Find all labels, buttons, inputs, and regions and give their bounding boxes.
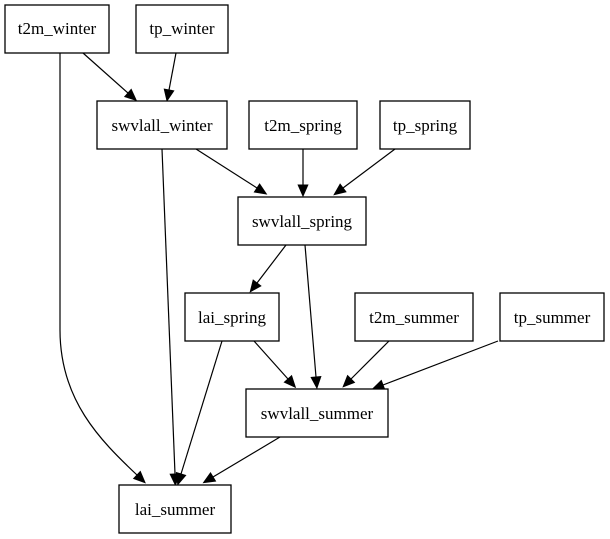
node-t2m-winter: t2m_winter	[4, 4, 110, 54]
node-label: t2m_winter	[18, 19, 97, 38]
node-t2m-spring: t2m_spring	[248, 100, 358, 150]
arrowhead	[202, 471, 217, 484]
arrowhead	[342, 374, 356, 388]
arrowhead	[249, 279, 262, 293]
node-label: t2m_summer	[369, 308, 459, 327]
edge-line	[342, 148, 396, 189]
edge-line	[195, 148, 258, 189]
edge-lai-spring-to-swvlall-summer	[253, 340, 297, 389]
node-tp-winter: tp_winter	[135, 4, 229, 54]
node-label: tp_winter	[149, 19, 214, 38]
edge-line	[304, 244, 317, 378]
arrowhead	[163, 88, 175, 103]
arrowhead	[297, 184, 309, 198]
edge-swvlall-summer-to-lai-summer	[202, 436, 281, 484]
arrowhead	[253, 183, 268, 195]
node-tp-spring: tp_spring	[379, 100, 471, 150]
edge-lai-spring-to-lai-summer	[175, 340, 223, 486]
node-t2m-summer: t2m_summer	[354, 292, 474, 342]
arrowhead	[310, 376, 322, 390]
node-label: tp_spring	[393, 116, 458, 135]
edge-t2m-winter-to-swvlall-winter	[82, 52, 138, 102]
node-label: lai_spring	[198, 308, 266, 327]
edge-t2m-winter-to-lai-summer	[59, 53, 146, 484]
edge-line	[161, 148, 176, 475]
node-label: lai_summer	[135, 500, 216, 519]
node-swvlall-summer: swvlall_summer	[245, 388, 389, 438]
arrowhead	[333, 183, 347, 196]
edge-line	[168, 52, 177, 91]
node-lai-summer: lai_summer	[118, 484, 232, 534]
edge-line	[59, 53, 138, 476]
node-swvlall-spring: swvlall_spring	[237, 196, 367, 246]
node-tp-summer: tp_summer	[499, 292, 605, 342]
node-label: swvlall_winter	[111, 116, 212, 135]
edge-tp-spring-to-swvlall-spring	[333, 148, 396, 196]
edge-line	[253, 340, 289, 380]
node-label: tp_summer	[514, 308, 591, 327]
edge-tp-summer-to-swvlall-summer	[371, 340, 499, 391]
node-label: swvlall_summer	[261, 404, 374, 423]
edge-line	[382, 340, 499, 386]
arrowhead	[175, 471, 187, 486]
arrowhead	[123, 88, 138, 102]
edge-line	[180, 340, 223, 475]
edge-swvlall-winter-to-swvlall-spring	[195, 148, 268, 195]
node-label: swvlall_spring	[252, 212, 353, 231]
arrowhead	[283, 374, 297, 389]
edges-layer	[59, 52, 499, 487]
node-swvlall-winter: swvlall_winter	[96, 100, 228, 150]
edge-line	[82, 52, 129, 94]
edge-tp-winter-to-swvlall-winter	[163, 52, 177, 103]
arrowhead	[371, 379, 386, 391]
edge-t2m-summer-to-swvlall-summer	[342, 340, 390, 388]
node-lai-spring: lai_spring	[184, 292, 280, 342]
edge-swvlall-spring-to-swvlall-summer	[304, 244, 322, 390]
node-label: t2m_spring	[264, 116, 342, 135]
arrowhead	[132, 470, 146, 484]
edge-swvlall-spring-to-lai-spring	[249, 244, 287, 293]
edge-line	[350, 340, 390, 380]
edge-line	[212, 436, 281, 478]
edge-line	[256, 244, 287, 284]
edge-t2m-spring-to-swvlall-spring	[297, 149, 309, 198]
edge-swvlall-winter-to-lai-summer	[161, 148, 181, 487]
